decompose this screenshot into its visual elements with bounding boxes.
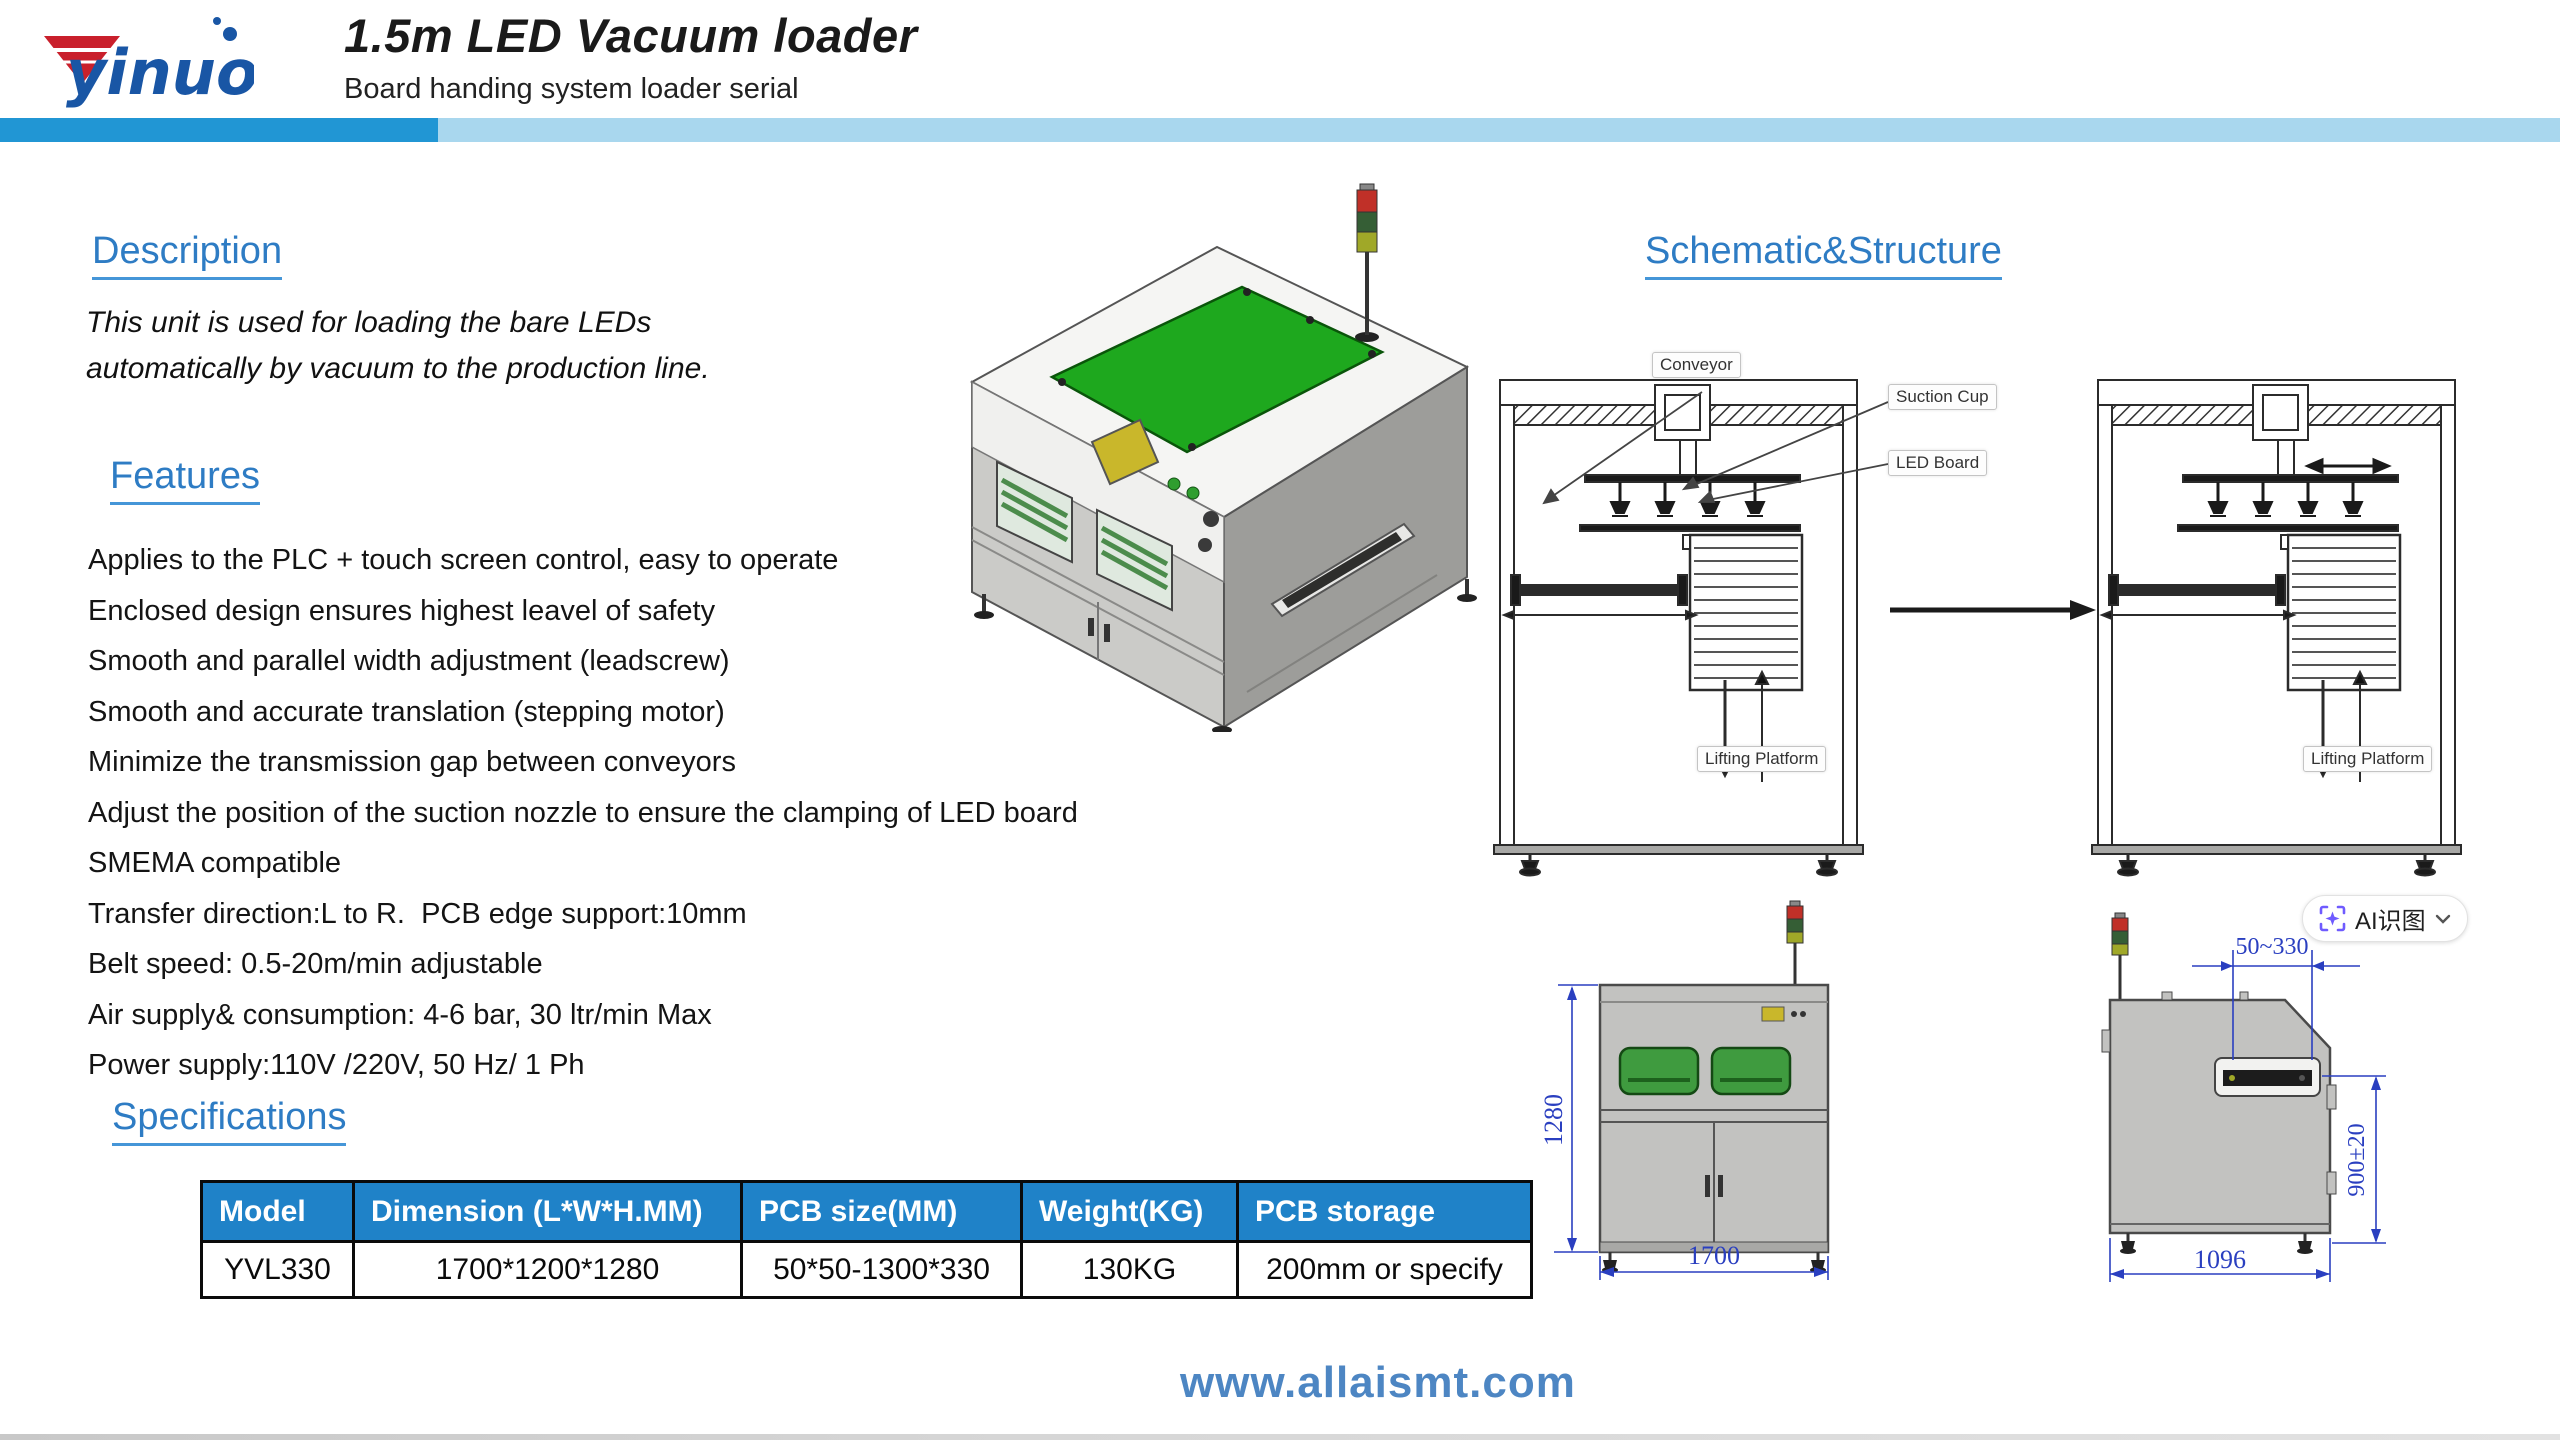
- logo-text: yinuo: [66, 36, 254, 109]
- description-line: This unit is used for loading the bare L…: [86, 306, 652, 339]
- feature-item: Applies to the PLC + touch screen contro…: [88, 544, 839, 576]
- col-header-model: Model: [200, 1180, 355, 1243]
- cell-weight: 130KG: [1020, 1240, 1239, 1299]
- description-heading: Description: [92, 230, 283, 280]
- ai-recognize-button[interactable]: AI识图: [2302, 895, 2468, 942]
- cell-pcb-size: 50*50-1300*330: [740, 1240, 1023, 1299]
- transfer-direction-arrow-icon: [1890, 600, 2096, 620]
- feature-item: Enclosed design ensures highest leavel o…: [88, 594, 716, 627]
- label-led-board: LED Board: [1888, 450, 1988, 476]
- ai-scan-icon: [2319, 905, 2346, 932]
- machine-3d-render: [969, 183, 1477, 732]
- features-list: Applies to the PLC + touch screen contro…: [88, 535, 1348, 1091]
- feature-item: Smooth and parallel width adjustment (le…: [88, 645, 730, 677]
- callout-leaders: [1542, 391, 1889, 505]
- feature-item: Adjust the position of the suction nozzl…: [88, 796, 1078, 829]
- width-adjust-arrow-icon: [2304, 457, 2392, 475]
- cell-model: YVL330: [200, 1240, 355, 1299]
- table-row: YVL330 1700*1200*1280 50*50-1300*330 130…: [200, 1240, 1533, 1299]
- dim-side-height: 900±20: [2344, 1123, 2370, 1196]
- side-view-dimensions: [2109, 950, 2386, 1282]
- features-heading: Features: [110, 455, 260, 505]
- schematic-heading: Schematic&Structure: [1645, 230, 2002, 280]
- company-logo: yinuo: [14, 10, 259, 110]
- label-lifting-platform-left: Lifting Platform: [1697, 746, 1827, 772]
- page-subtitle: Board handing system loader serial: [344, 73, 799, 105]
- feature-item: Air supply& consumption: 4-6 bar, 30 ltr…: [88, 998, 712, 1031]
- ai-button-label: AI识图: [2355, 908, 2426, 935]
- table-header-row: Model Dimension (L*W*H.MM) PCB size(MM) …: [200, 1180, 1533, 1243]
- accent-bar-dark-segment: [0, 118, 438, 142]
- description-text: This unit is used for loading the bare L…: [86, 300, 956, 392]
- label-suction-cup: Suction Cup: [1888, 384, 1997, 410]
- feature-item: Belt speed: 0.5-20m/min adjustable: [88, 948, 543, 980]
- page-title: 1.5m LED Vacuum loader: [344, 9, 918, 62]
- dimension-drawings: 1280 1700: [1540, 900, 2386, 1282]
- website-link[interactable]: www.allaismt.com: [1180, 1358, 1576, 1407]
- description-line: automatically by vacuum to the productio…: [86, 352, 710, 385]
- col-header-pcb-size: PCB size(MM): [740, 1180, 1023, 1243]
- footer-strip: [0, 1434, 2560, 1440]
- dim-front-width: 1700: [1688, 1241, 1740, 1270]
- side-view-drawing: [2101, 912, 2337, 1254]
- specifications-table: Model Dimension (L*W*H.MM) PCB size(MM) …: [200, 1180, 1533, 1299]
- feature-item: SMEMA compatible: [88, 847, 342, 879]
- label-lifting-platform-right: Lifting Platform: [2303, 746, 2433, 772]
- label-conveyor: Conveyor: [1652, 352, 1741, 378]
- feature-item: Power supply:110V /220V, 50 Hz/ 1 Ph: [88, 1049, 585, 1081]
- col-header-dimension: Dimension (L*W*H.MM): [352, 1180, 743, 1243]
- dim-side-top-range: 50~330: [2236, 934, 2309, 960]
- schematic-drawings: [1492, 378, 2463, 877]
- specifications-heading: Specifications: [112, 1096, 347, 1146]
- signal-tower-icon: [1355, 183, 1379, 342]
- cell-pcb-storage: 200mm or specify: [1236, 1240, 1533, 1299]
- front-view-drawing: [1598, 900, 1830, 1273]
- specifications-table-wrap: Model Dimension (L*W*H.MM) PCB size(MM) …: [200, 1180, 1533, 1299]
- feature-item: Minimize the transmission gap between co…: [88, 746, 736, 778]
- front-view-dimensions: [1554, 984, 1829, 1280]
- front-windows: [996, 460, 1173, 612]
- feature-item: Transfer direction:L to R. PCB edge supp…: [88, 897, 747, 930]
- chevron-down-icon: [2435, 914, 2450, 924]
- dim-front-height: 1280: [1540, 1094, 1568, 1146]
- cell-dimension: 1700*1200*1280: [352, 1240, 743, 1299]
- accent-bar-light-segment: [438, 118, 2560, 142]
- touch-screen-icon: [1090, 418, 1160, 486]
- dim-side-width: 1096: [2194, 1245, 2246, 1274]
- col-header-weight: Weight(KG): [1020, 1180, 1239, 1243]
- header-titles: 1.5m LED Vacuum loader Board handing sys…: [344, 8, 917, 106]
- col-header-pcb-storage: PCB storage: [1236, 1180, 1533, 1243]
- yinuo-logo-icon: yinuo: [44, 17, 259, 109]
- feature-item: Smooth and accurate translation (steppin…: [88, 695, 725, 728]
- header-accent-bar: [0, 118, 2560, 142]
